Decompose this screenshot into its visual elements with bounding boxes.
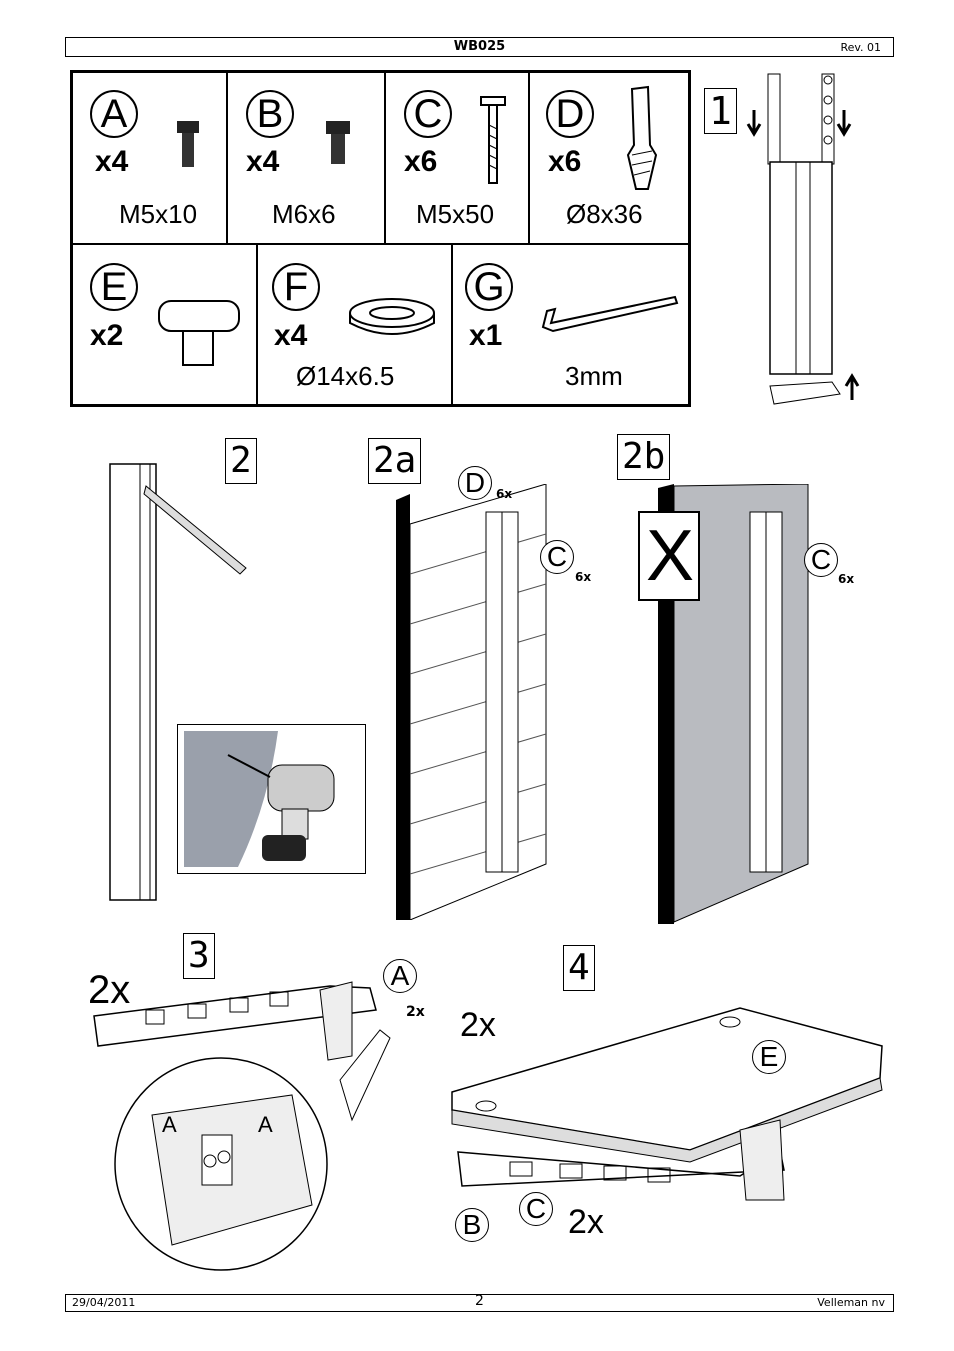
callout-d: D — [458, 466, 492, 500]
part-size: M5x10 — [119, 199, 198, 229]
callout-a-qty: 2x — [406, 1004, 425, 1020]
part-c: C x6 M5x50 — [386, 73, 530, 245]
step-3-detail-circle — [114, 1057, 328, 1271]
part-qty: x6 — [404, 145, 438, 178]
step-1-illustration — [746, 73, 860, 405]
part-d: D x6 Ø8x36 — [530, 73, 691, 245]
part-a: A x4 M5x10 — [73, 73, 228, 245]
part-qty: x6 — [548, 145, 582, 178]
part-size: Ø14x6.5 — [296, 361, 395, 391]
part-size: M5x50 — [416, 199, 495, 229]
part-letter: B — [246, 90, 294, 138]
callout-e: E — [752, 1040, 786, 1074]
part-letter: D — [546, 90, 594, 138]
step-2b-plaster-wall — [658, 484, 809, 924]
x-mark: X — [646, 516, 695, 596]
page-header: WB025 Rev. 01 — [65, 37, 894, 57]
callout-c: C — [540, 540, 574, 574]
part-e: E x2 — [73, 245, 258, 407]
page-footer: 29/04/2011 2 Velleman nv — [65, 1293, 894, 1312]
bolt-icon — [177, 121, 199, 167]
footer-date: 29/04/2011 — [72, 1296, 136, 1309]
screw-icon — [480, 96, 506, 184]
step-3-qty: 2x — [88, 968, 131, 1012]
part-letter: F — [272, 263, 320, 311]
step-4-shelf-illustration — [451, 1007, 883, 1201]
part-size: M6x6 — [272, 199, 336, 229]
parts-table: A x4 M5x10 B x4 M6x6 C x6 M5x50 D x6 Ø8x… — [70, 70, 691, 407]
callout-c: C — [804, 543, 838, 577]
revision: Rev. 01 — [840, 41, 881, 54]
drill-icon — [184, 731, 335, 867]
step-2-rail-illustration — [109, 463, 247, 901]
callout-c: C — [519, 1192, 553, 1226]
callout-a: A — [383, 959, 417, 993]
step-3-label: 3 — [183, 933, 215, 979]
wall-plug-icon — [626, 85, 658, 190]
cap-icon — [158, 300, 240, 366]
bolt-icon — [326, 121, 350, 164]
part-letter: C — [404, 90, 452, 138]
step-3-bracket-illustration — [93, 981, 391, 1122]
model-title: WB025 — [453, 39, 506, 54]
step-2a-label: 2a — [368, 438, 422, 484]
callout-d-qty: 6x — [496, 487, 513, 501]
washer-icon — [349, 298, 435, 335]
part-size: Ø8x36 — [566, 199, 643, 229]
part-qty: x4 — [274, 319, 308, 352]
hex-key-icon — [541, 295, 679, 333]
part-letter: G — [465, 263, 513, 311]
callout-b: B — [455, 1208, 489, 1242]
step-2-label: 2 — [225, 438, 257, 484]
part-size: 3mm — [565, 361, 623, 391]
detail-a-left: A — [162, 1112, 177, 1137]
part-letter: E — [90, 263, 138, 311]
step-4-qty: 2x — [460, 1006, 496, 1044]
step-2b-label: 2b — [617, 434, 671, 480]
footer-brand: Velleman nv — [817, 1296, 885, 1309]
part-letter: A — [90, 90, 138, 138]
part-f: F x4 Ø14x6.5 — [258, 245, 453, 407]
step-4-qty-2: 2x — [568, 1203, 604, 1241]
callout-c-qty: 6x — [838, 572, 855, 586]
detail-a-right: A — [258, 1112, 273, 1137]
part-qty: x2 — [90, 319, 124, 352]
part-g: G x1 3mm — [453, 245, 691, 407]
part-b: B x4 M6x6 — [228, 73, 386, 245]
callout-c-qty: 6x — [575, 570, 592, 584]
step-1-label: 1 — [704, 88, 737, 134]
part-qty: x1 — [469, 319, 503, 352]
part-qty: x4 — [95, 145, 129, 178]
drill-inset — [177, 724, 366, 874]
part-qty: x4 — [246, 145, 280, 178]
step-2a-brick-wall — [396, 484, 547, 920]
no-plug-box: X — [638, 511, 700, 601]
page-number: 2 — [475, 1293, 484, 1309]
step-4-label: 4 — [563, 945, 595, 991]
